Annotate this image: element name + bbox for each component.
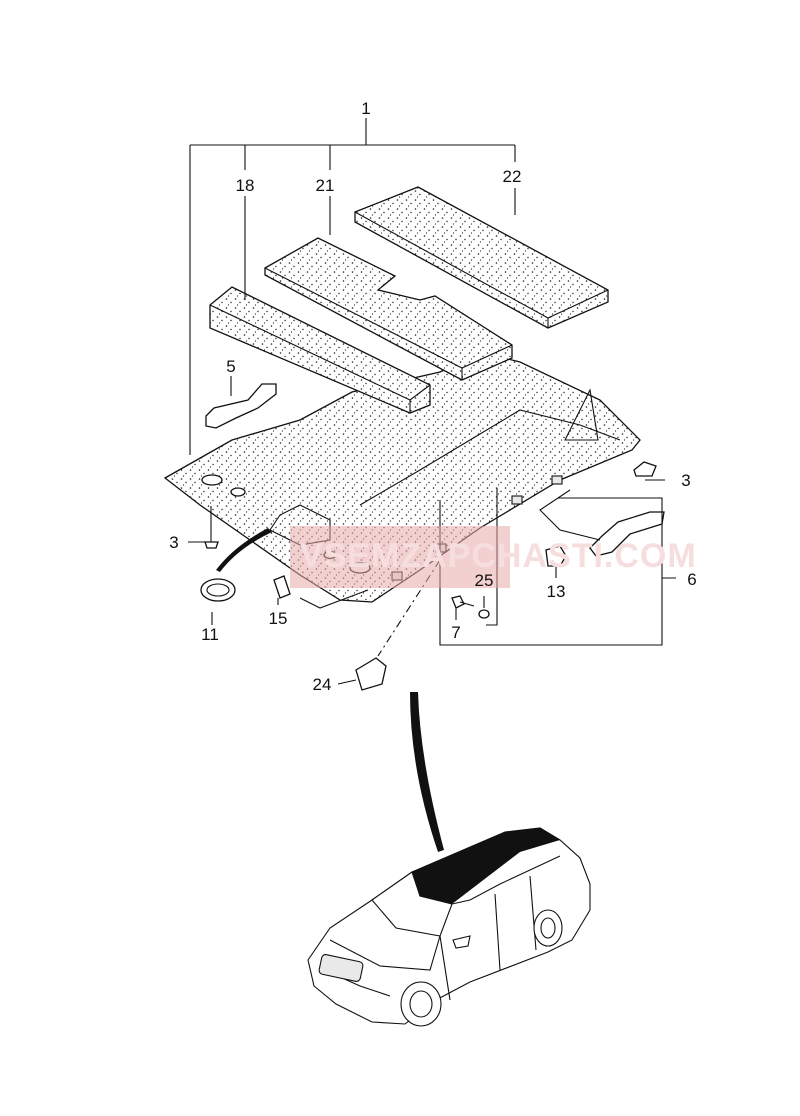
watermark: VSEMZAPCHASTI.COM [290, 526, 697, 588]
cover-13 [545, 545, 567, 567]
car-illustration [307, 827, 591, 1027]
watermark-text: VSEMZAPCHASTI.COM [300, 537, 697, 575]
screw-3-left [204, 506, 219, 549]
lamp-lens-24 [355, 657, 387, 691]
callout-labels: 1 18 21 22 5 3 3 6 13 25 7 11 15 24 [169, 99, 696, 694]
washer-25 [478, 609, 490, 619]
callout-6: 6 [687, 570, 696, 589]
callout-21: 21 [316, 176, 335, 195]
pad-22 [354, 186, 609, 329]
callout-24: 24 [313, 675, 332, 694]
callout-22: 22 [503, 167, 522, 186]
callout-25: 25 [475, 571, 494, 590]
grab-handle-6 [589, 511, 665, 557]
callout-11: 11 [201, 625, 219, 644]
callout-3-right: 3 [681, 471, 690, 490]
watermark-band [290, 526, 510, 588]
callout-5: 5 [226, 357, 235, 376]
ring-11 [200, 578, 236, 602]
callout-7: 7 [451, 623, 460, 642]
callout-3-left: 3 [169, 533, 178, 552]
callout-1: 1 [361, 99, 370, 118]
callout-18: 18 [236, 176, 255, 195]
roof-pointer [410, 692, 444, 852]
bolt-7 [451, 595, 475, 609]
callout-leaders [188, 118, 676, 685]
pad-21 [264, 237, 513, 381]
callout-15: 15 [269, 609, 288, 628]
clip-15 [273, 575, 291, 599]
clip-3-right [633, 461, 657, 477]
grab-handle-5 [205, 383, 277, 429]
pad-18 [209, 286, 431, 414]
callout-13: 13 [547, 582, 566, 601]
